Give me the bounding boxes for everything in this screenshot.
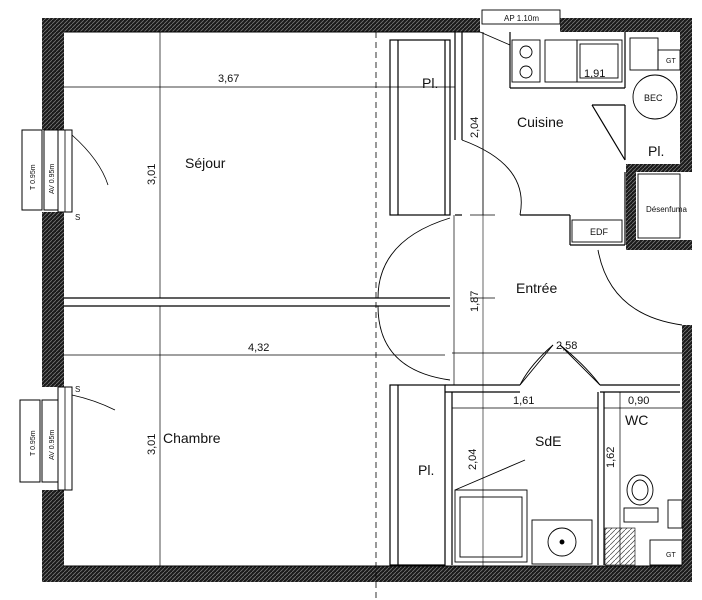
room-label-entree: Entrée	[516, 280, 557, 296]
window-top-t-label: T 0.95m	[30, 164, 37, 190]
edf-label: EDF	[590, 227, 609, 237]
dim-chambre-width: 4,32	[248, 342, 269, 354]
dim-cuisine-counter: 1,91	[584, 68, 605, 80]
dim-entree-depth: 1,87	[469, 291, 481, 312]
closet-label-bottom: Pl.	[418, 462, 434, 478]
dim-wc-depth: 1,62	[605, 447, 617, 468]
bathroom-fixtures	[454, 459, 683, 566]
window-bottom-t-label: T 0.95m	[30, 430, 37, 456]
window-bottom	[19, 386, 116, 491]
room-label-cuisine: Cuisine	[517, 114, 564, 130]
ap-label-box	[481, 9, 561, 25]
interior-walls	[64, 32, 680, 566]
room-label-wc: WC	[625, 412, 648, 428]
s-label-top: S	[75, 213, 80, 222]
room-label-sde: SdE	[535, 433, 561, 449]
window-bottom-av-label: AV 0.95m	[49, 430, 56, 460]
dimension-lines	[64, 32, 682, 566]
ap-label: AP 1.10m	[504, 14, 539, 23]
dim-wc-width: 0,90	[628, 395, 649, 407]
doors	[377, 31, 683, 386]
desenfumage-label: Désenfuma	[646, 205, 687, 214]
dim-sde-depth: 2,04	[467, 449, 479, 470]
dim-sde-width: 1,61	[513, 395, 534, 407]
dim-entree-width: 2,58	[556, 340, 577, 352]
dim-sejour-depth: 3,01	[146, 164, 158, 185]
bec-label: BEC	[644, 93, 663, 103]
gt-label-bottom: GT	[666, 552, 676, 559]
room-label-sejour: Séjour	[185, 155, 226, 171]
exterior-walls	[42, 18, 692, 582]
s-label-bottom: S	[75, 385, 80, 394]
window-top	[21, 129, 109, 213]
room-label-chambre: Chambre	[163, 430, 221, 446]
gt-label-top: GT	[666, 58, 676, 65]
dim-cuisine-depth: 2,04	[469, 117, 481, 138]
kitchen-fixtures	[511, 37, 681, 243]
dim-sejour-width: 3,67	[218, 73, 239, 85]
closet-label-kitchen: Pl.	[648, 143, 664, 159]
dim-chambre-depth: 3,01	[146, 434, 158, 455]
window-top-av-label: AV 0.95m	[49, 164, 56, 194]
closet-label-top: Pl.	[422, 75, 438, 91]
